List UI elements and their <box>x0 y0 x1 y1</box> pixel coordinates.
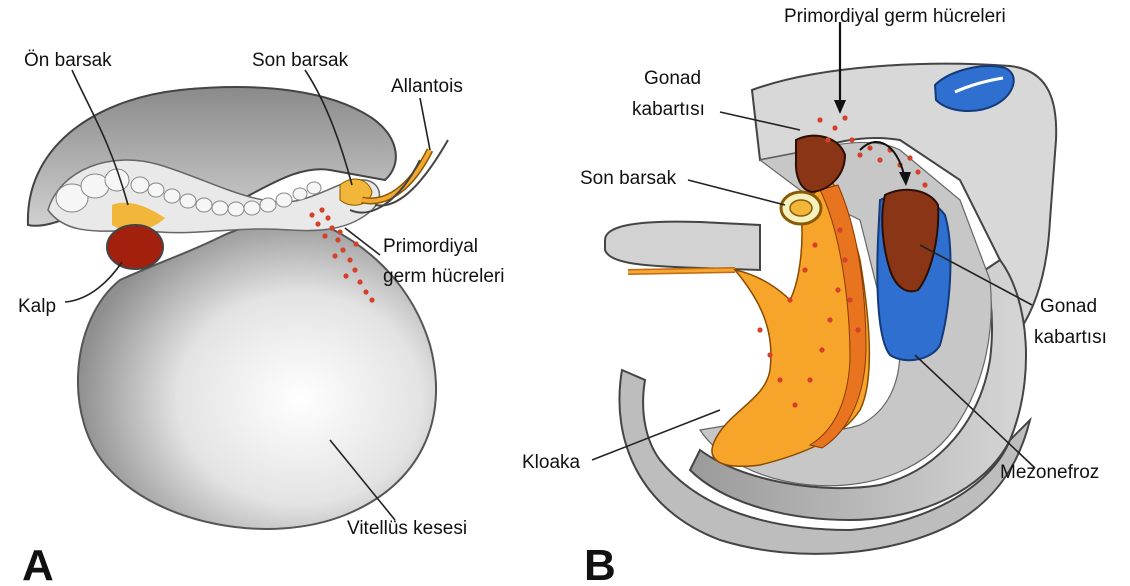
upper-tube <box>605 222 760 270</box>
label-foregut: Ön barsak <box>24 50 112 71</box>
label-hindgut-b: Son barsak <box>580 168 677 189</box>
label-pgc-a-line1: Primordiyal <box>383 236 478 257</box>
label-pgc-a-line2: germ hücreleri <box>383 266 504 287</box>
label-cloaca: Kloaka <box>522 452 581 473</box>
label-hindgut-a: Son barsak <box>252 50 349 71</box>
panel-letter-b: B <box>584 541 616 586</box>
label-gonad-left-line1: Gonad <box>644 68 701 89</box>
panel-letter-a: A <box>22 541 54 586</box>
label-gonad-left-line2: kabartısı <box>632 99 705 120</box>
label-heart: Kalp <box>18 296 56 317</box>
panel-a: Ön barsak Son barsak Allantois Primordiy… <box>18 50 504 586</box>
label-gonad-right-line1: Gonad <box>1040 296 1097 317</box>
leader-hindgut-b <box>688 180 785 205</box>
panel-b: Primordiyal germ hücreleri Gonad kabartı… <box>522 6 1107 586</box>
label-pgc-b: Primordiyal germ hücreleri <box>784 6 1006 27</box>
label-yolk-sac: Vitellüs kesesi <box>347 518 467 539</box>
label-gonad-right-line2: kabartısı <box>1034 327 1107 348</box>
heart-shape <box>107 225 163 269</box>
leader-allantois <box>420 98 430 150</box>
label-mesonephros: Mezonefroz <box>1000 462 1099 483</box>
label-allantois: Allantois <box>391 76 463 97</box>
